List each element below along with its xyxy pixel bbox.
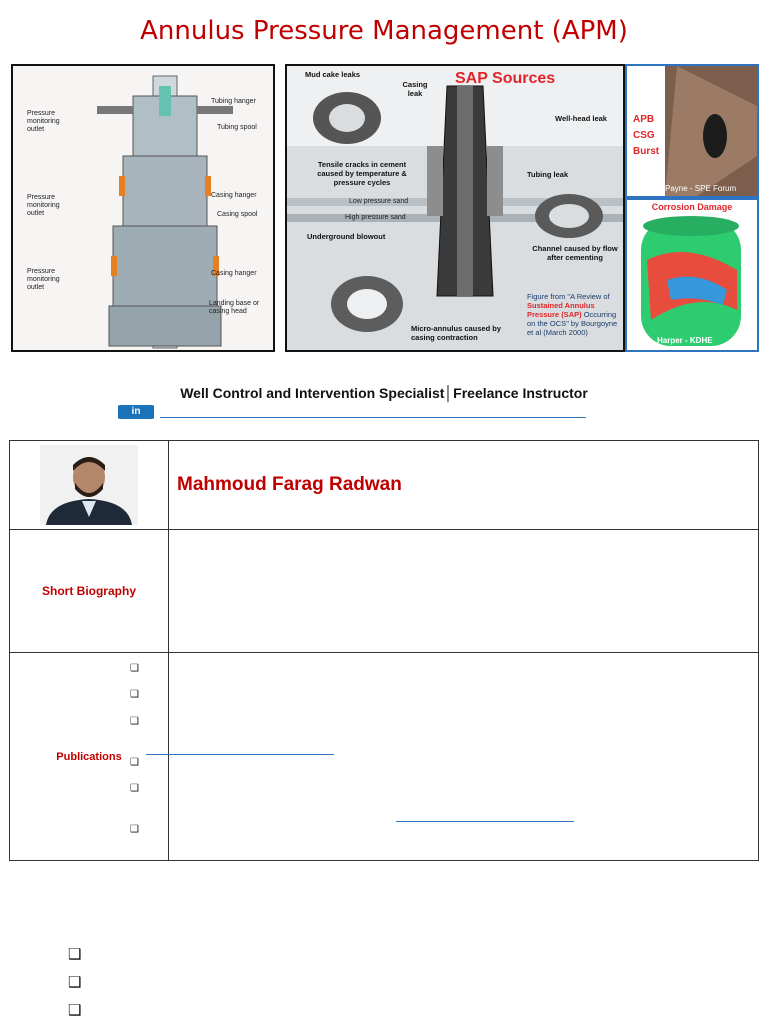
label-pressure-outlet-2: Pressure monitoring outlet bbox=[27, 194, 60, 217]
pub-bullet-2: ❑ bbox=[130, 689, 139, 700]
burst-photo-drawing bbox=[665, 66, 757, 196]
sap-title: SAP Sources bbox=[455, 70, 556, 87]
casing-burst-photo: APB CSG Burst Payne - SPE Forum bbox=[625, 64, 759, 198]
credit-bottom: Harper - KDHE bbox=[657, 336, 713, 345]
label-casing-hanger-2: Casing hanger bbox=[211, 270, 257, 277]
burst-label: Burst bbox=[633, 146, 660, 157]
profile-table: Mahmoud Farag Radwan Short Biography Pub… bbox=[9, 440, 759, 861]
csg-label: CSG bbox=[633, 130, 655, 141]
label-tubing-leak: Tubing leak bbox=[527, 170, 569, 179]
bottom-bullet-1: ❑ bbox=[68, 946, 82, 963]
pub-link-2[interactable] bbox=[396, 821, 574, 822]
short-bio-content bbox=[168, 529, 759, 653]
bottom-bullet-3: ❑ bbox=[68, 1002, 82, 1019]
pub-link-1[interactable] bbox=[146, 754, 334, 755]
label-pressure-outlet-3: Pressure monitoring outlet bbox=[27, 268, 60, 291]
credit-top: Payne - SPE Forum bbox=[665, 184, 737, 193]
label-tubing-spool: Tubing spool bbox=[217, 124, 257, 131]
pub-bullet-1: ❑ bbox=[130, 663, 139, 674]
label-micro-annulus: Micro-annulus caused by casing contracti… bbox=[411, 324, 502, 342]
sap-drawing bbox=[287, 85, 623, 350]
label-wellhead-leak: Well-head leak bbox=[555, 114, 607, 123]
figure-caption: Figure from "A Review of Sustained Annul… bbox=[527, 292, 623, 337]
pub-bullet-6: ❑ bbox=[130, 824, 139, 835]
short-bio-label: Short Biography bbox=[9, 529, 169, 653]
profile-name: Mahmoud Farag Radwan bbox=[168, 440, 759, 530]
label-landing-base: Landing base or casing head bbox=[209, 300, 260, 315]
linkedin-link-line[interactable] bbox=[160, 417, 586, 418]
pub-bullet-3: ❑ bbox=[130, 716, 139, 727]
label-tubing-hanger: Tubing hanger bbox=[211, 98, 256, 105]
label-high-sand: High pressure sand bbox=[345, 214, 406, 221]
corrosion-drawing bbox=[641, 216, 741, 346]
corrosion-title: Corrosion Damage bbox=[651, 202, 733, 212]
corrosion-damage-image: Corrosion Damage Harper - KDHE bbox=[625, 198, 759, 352]
wellhead-diagram: Tubing hanger Tubing spool Casing hanger… bbox=[11, 64, 275, 352]
avatar bbox=[40, 445, 138, 525]
label-channel: Channel caused by flow after cementing bbox=[532, 244, 618, 262]
publications-label: Publications bbox=[9, 652, 169, 861]
bottom-bullet-2: ❑ bbox=[68, 974, 82, 991]
pub-bullet-5: ❑ bbox=[130, 783, 139, 794]
role-heading: Well Control and Intervention Specialist… bbox=[180, 385, 588, 401]
caption-red: Sustained Annulus Pressure (SAP) bbox=[527, 301, 595, 319]
page-title: Annulus Pressure Management (APM) bbox=[140, 16, 628, 46]
caption-prefix: Figure from "A Review of bbox=[527, 292, 610, 301]
label-blowout: Underground blowout bbox=[307, 232, 386, 241]
label-pressure-outlet-1: Pressure monitoring outlet bbox=[27, 110, 60, 133]
apb-label: APB bbox=[633, 114, 655, 125]
wellhead-drawing bbox=[97, 75, 233, 349]
label-mud-cake: Mud cake leaks bbox=[305, 70, 361, 79]
caption-suffix: Occurring on the OCS" by Bourgoyne et al… bbox=[527, 310, 618, 337]
linkedin-icon[interactable]: in bbox=[118, 405, 154, 419]
pub-bullet-4: ❑ bbox=[130, 757, 139, 768]
publications-content bbox=[168, 652, 759, 861]
avatar-cell bbox=[9, 440, 169, 530]
label-tensile: Tensile cracks in cement caused by tempe… bbox=[317, 160, 407, 187]
label-casing-spool: Casing spool bbox=[217, 211, 258, 218]
sap-sources-diagram: SAP Sources Mud cake leaks Casing leak W… bbox=[285, 64, 625, 352]
label-casing-hanger-1: Casing hanger bbox=[211, 192, 257, 199]
label-casing-leak: Casing leak bbox=[402, 80, 428, 98]
label-low-sand: Low pressure sand bbox=[349, 198, 409, 205]
